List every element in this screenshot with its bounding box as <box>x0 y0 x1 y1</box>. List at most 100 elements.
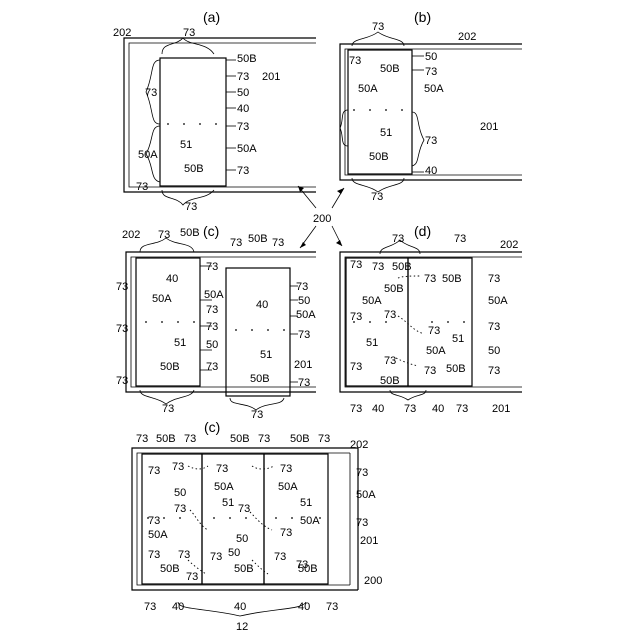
panel-c-label: 73 <box>251 409 263 421</box>
panel-d-label: 50B <box>380 375 400 387</box>
panel-a-label: 73 <box>183 27 195 39</box>
panel-d-dotted-curve <box>396 358 418 366</box>
panel-a-label: 73 <box>136 181 148 193</box>
panel-c2-label: 50A <box>278 481 298 493</box>
panel-b-dot <box>353 109 355 111</box>
panel-c-dot <box>161 321 163 323</box>
panel-c2-dotted-curve <box>250 512 272 530</box>
panel-d-dotted-curve <box>398 276 420 278</box>
panel-c2-dotted-curve <box>188 466 208 469</box>
panel-b: (b) 73 202 50 73 50B 73 50A 50A 201 51 7… <box>340 9 522 203</box>
panel-b-dot <box>385 109 387 111</box>
panel-d-label: 50B <box>446 363 466 375</box>
panel-c2-label: 50 <box>236 533 248 545</box>
panel-d-label: 73 <box>424 365 436 377</box>
panel-b-label: 201 <box>480 121 498 133</box>
panel-b-label: 73 <box>349 55 361 67</box>
center-label: 200 <box>313 213 331 225</box>
panel-c-label: 201 <box>294 359 312 371</box>
panel-c-label: 73 <box>206 321 218 333</box>
panel-d-label: 50B <box>392 261 412 273</box>
panel-c-dot <box>267 329 269 331</box>
panel-c2-dotted-curve <box>252 560 268 574</box>
panel-c-label: 73 <box>206 261 218 273</box>
panel-c2-dot <box>229 517 231 519</box>
panel-c2-label: 50B <box>230 433 250 445</box>
panel-a-label: 50 <box>237 87 249 99</box>
panel-a: (a) 202 73 50B 73 201 50 73 40 73 50A 51… <box>113 9 316 213</box>
panel-c-label: 50B <box>250 373 270 385</box>
panel-b-label: 73 <box>425 66 437 78</box>
panel-c2-label: 12 <box>236 621 248 633</box>
panel-a-label: 51 <box>180 139 192 151</box>
panel-c-label: 50B <box>160 361 180 373</box>
panel-c-label: 50 <box>298 295 310 307</box>
panel-b-label: 73 <box>371 191 383 203</box>
arrowhead-c <box>300 242 306 248</box>
panel-c2-label: 40 <box>234 601 246 613</box>
panel-d-dot <box>431 321 433 323</box>
panel-b-dot <box>401 109 403 111</box>
panel-b-caption: (b) <box>414 9 431 25</box>
panel-d-label: 73 <box>350 361 362 373</box>
panel-c2-label: 73 <box>136 433 148 445</box>
panel-c-label: 50A <box>204 289 224 301</box>
panel-d-label: 202 <box>500 239 518 251</box>
panel-c2-label: 50B <box>298 563 318 575</box>
panel-c-label: 50B <box>248 233 268 245</box>
panel-c-caption: (c) <box>203 223 219 239</box>
panel-d-label: 73 <box>488 321 500 333</box>
panel-c2-unit-2 <box>202 454 264 584</box>
panel-c2-label: 73 <box>258 433 270 445</box>
panel-a-frame <box>124 38 316 192</box>
panel-b-label: 50B <box>369 151 389 163</box>
panel-c2-label: 73 <box>280 463 292 475</box>
panel-b-brace-left <box>340 110 348 146</box>
panel-d-label: 73 <box>488 273 500 285</box>
panel-c2-label: 73 <box>174 503 186 515</box>
panel-b-label: 50A <box>424 83 444 95</box>
panel-c2-label: 73 <box>216 463 228 475</box>
panel-c2-label: 73 <box>144 601 156 613</box>
panel-d-dot <box>369 321 371 323</box>
panel-a-dot <box>167 123 169 125</box>
panel-c-dot <box>283 329 285 331</box>
panel-b-label: 73 <box>372 21 384 33</box>
panel-c2-label: 73 <box>172 461 184 473</box>
panel-c-label: 73 <box>158 229 170 241</box>
panel-c-label: 40 <box>166 273 178 285</box>
panel-c2-label: 50B <box>290 433 310 445</box>
panel-d-label: 50B <box>442 273 462 285</box>
panel-c-label: 50B <box>180 227 200 239</box>
panel-c-dot <box>177 321 179 323</box>
panel-c2-label: 50A <box>148 529 168 541</box>
panel-b-label: 202 <box>458 31 476 43</box>
panel-c-label: 73 <box>298 377 310 389</box>
panel-c2-label: 50B <box>160 563 180 575</box>
panel-a-caption: (a) <box>203 9 220 25</box>
panel-d-label: 50 <box>488 345 500 357</box>
panel-c-label: 73 <box>116 375 128 387</box>
panel-c: (c) 202 73 50B 73 50B 73 73 40 73 50A 50… <box>116 223 316 421</box>
panel-d-label: 73 <box>350 311 362 323</box>
panel-c2-label: 73 <box>186 571 198 583</box>
panel-c-label: 73 <box>296 281 308 293</box>
panel-a-dot <box>199 123 201 125</box>
panel-a-frame-inner <box>129 43 316 187</box>
panel-a-label: 73 <box>145 87 157 99</box>
panel-c2-label: 73 <box>148 515 160 527</box>
center-reference: 200 <box>298 186 344 248</box>
panel-c2-label: 73 <box>178 549 190 561</box>
panel-d-dotted-curve <box>398 316 424 334</box>
panel-c2-dotted-curve <box>190 510 208 530</box>
panel-c2-label: 73 <box>356 517 368 529</box>
panel-c2-label: 73 <box>210 551 222 563</box>
panel-c2-dot <box>275 517 277 519</box>
panel-c2-label: 51 <box>300 497 312 509</box>
panel-c2-label: 200 <box>364 575 382 587</box>
panel-c-label: 50 <box>206 339 218 351</box>
panel-a-label: 50A <box>138 149 158 161</box>
panel-a-label: 50B <box>184 163 204 175</box>
panel-d-label: 73 <box>404 403 416 415</box>
